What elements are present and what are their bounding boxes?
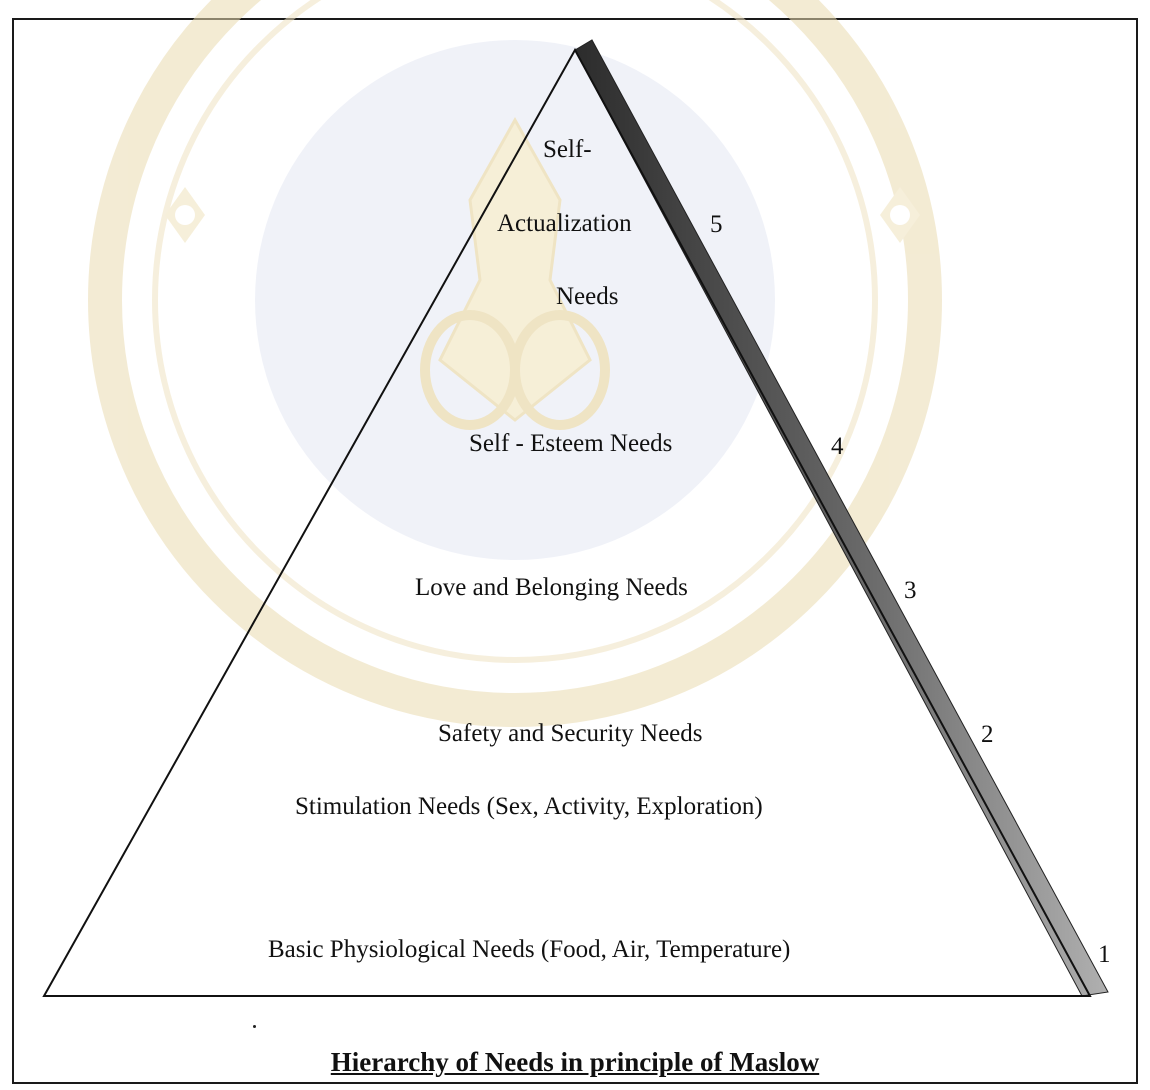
level-4-label: Self - Esteem Needs [469, 430, 673, 457]
seal-watermark [88, 0, 942, 727]
level-2-label-line-2: Stimulation Needs (Sex, Activity, Explor… [295, 793, 763, 820]
level-3-label: Love and Belonging Needs [415, 574, 688, 601]
level-3-number: 3 [904, 577, 917, 604]
figure-caption: Hierarchy of Needs in principle of Maslo… [330, 1047, 820, 1077]
level-5-label-line-3: Needs [556, 283, 619, 310]
level-5-number: 5 [710, 211, 723, 238]
level-5-label-line-2: Actualization [497, 210, 632, 237]
level-2-number: 2 [981, 721, 994, 748]
level-4-number: 4 [831, 433, 844, 460]
stray-dot [253, 1025, 256, 1028]
pyramid-outline [42, 47, 1092, 997]
level-1-number: 1 [1098, 941, 1111, 968]
level-5-label-line-1: Self- [543, 136, 592, 163]
level-2-label-line-1: Safety and Security Needs [438, 720, 703, 747]
level-1-label: Basic Physiological Needs (Food, Air, Te… [268, 936, 791, 963]
pyramid-shadow [574, 39, 1109, 997]
